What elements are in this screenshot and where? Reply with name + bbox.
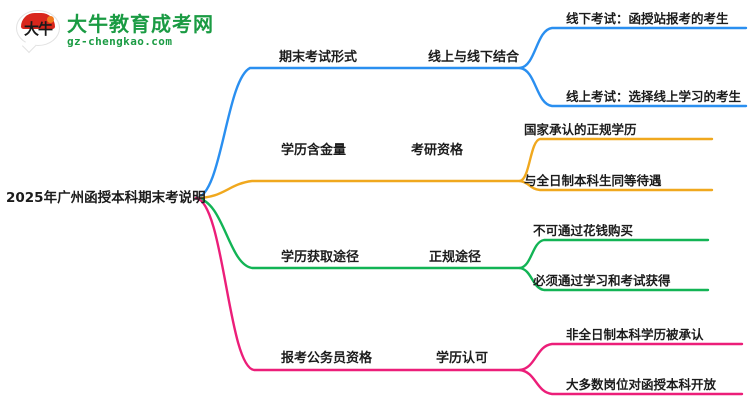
leaf-curve-1b (518, 66, 748, 108)
branch-3-leaf-2-label[interactable]: 必须通过学习和考试获得 (533, 273, 671, 288)
branch-curve-2 (194, 179, 522, 200)
branch-4-leaf-1-label[interactable]: 非全日制本科学历被承认 (566, 327, 704, 342)
logo-brand-url: gz-chengkao.com (67, 34, 173, 48)
branch-2-level2-label[interactable]: 学历含金量 (281, 143, 347, 158)
branch-3-level3-label[interactable]: 正规途径 (429, 250, 482, 265)
branch-curve-1 (194, 66, 522, 200)
root-node-label[interactable]: 2025年广州函授本科期末考说明 (6, 190, 206, 206)
logo-arc-shape (21, 13, 55, 29)
leaf-curve-4a (518, 342, 744, 372)
branch-2-level3-label[interactable]: 考研资格 (411, 143, 464, 158)
branch-1-level3-label[interactable]: 线上与线下结合 (428, 50, 520, 65)
leaf-curve-3a (518, 238, 710, 270)
leaf-curve-2a (518, 137, 714, 183)
logo-brand-name: 大牛教育成考网 (67, 11, 214, 36)
branch-3-level2-label[interactable]: 学历获取途径 (281, 250, 360, 265)
branch-4-level3-label[interactable]: 学历认可 (436, 351, 489, 366)
branch-curve-3 (194, 196, 522, 270)
leaf-curve-3b (518, 266, 710, 292)
branch-4-leaf-2-label[interactable]: 大多数岗位对函授本科开放 (566, 377, 717, 392)
leaf-curve-2b (518, 179, 714, 192)
branch-2-leaf-2-label[interactable]: 与全日制本科生同等待遇 (524, 173, 662, 188)
logo-wordmark: 大牛教育成考网 gz-chengkao.com (67, 13, 214, 49)
branch-4-level2-label[interactable]: 报考公务员资格 (281, 351, 373, 366)
logo-dot-shape (47, 16, 54, 23)
branch-1-leaf-1-label[interactable]: 线下考试：函授站报考的考生 (566, 11, 729, 26)
logo-bull-icon: 大牛 (16, 10, 60, 54)
logo-mark-text: 大牛 (23, 20, 53, 38)
branch-1-leaf-2-label[interactable]: 线上考试：选择线上学习的考生 (566, 89, 742, 104)
leaf-curve-1a (518, 26, 748, 70)
branch-3-leaf-1-label[interactable]: 不可通过花钱购买 (533, 223, 634, 238)
branch-curve-4 (194, 196, 522, 372)
branch-1-level2-label[interactable]: 期末考试形式 (279, 50, 358, 65)
leaf-curve-4b (518, 368, 744, 396)
site-logo: 大牛 大牛教育成考网 gz-chengkao.com (16, 10, 214, 54)
branch-2-leaf-1-label[interactable]: 国家承认的正规学历 (524, 122, 637, 137)
